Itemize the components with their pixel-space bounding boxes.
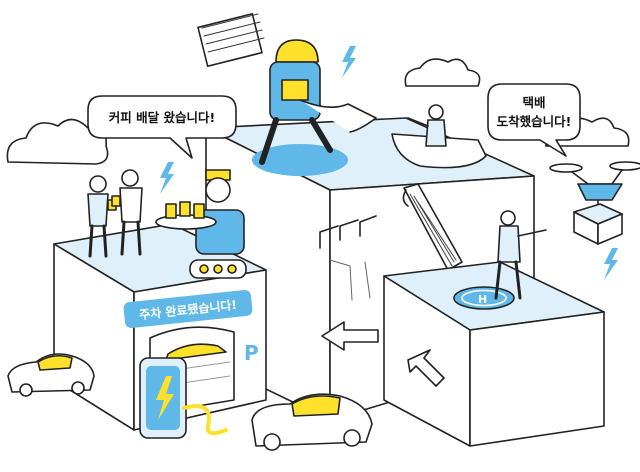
building-crack-lines: [329, 259, 371, 301]
right-building-right-face: [469, 311, 605, 447]
parcel-bubble-text-line1: 택배: [522, 95, 545, 110]
car-left: [7, 353, 95, 397]
reception-desk: [391, 133, 487, 169]
receptionist: [407, 104, 447, 147]
svg-text:H: H: [478, 293, 487, 306]
coffee-bubble-text: 커피 배달 왔습니다!: [109, 110, 215, 125]
arrow-up-left-icon: [407, 349, 445, 387]
cloud-top: [404, 58, 481, 87]
building-window-lines: [319, 215, 377, 249]
ev-charger-icon: [139, 357, 228, 439]
escalator: [402, 183, 463, 271]
drone-icon: [549, 161, 640, 245]
lightning-icon: [604, 248, 618, 280]
delivery-robot-with-papers: [197, 13, 377, 165]
parking-letter: P: [244, 341, 259, 365]
speech-bubble-coffee: [87, 95, 237, 159]
coffee-robot: [155, 169, 247, 279]
parking-sign-bg: [123, 289, 253, 329]
cloud-left: [6, 118, 109, 165]
garage-car-inside: [165, 343, 227, 361]
arrow-left-icon: [321, 321, 379, 351]
parcel-bubble-text-line2: 도착했습니다!: [497, 114, 572, 129]
car-bottom: [251, 393, 373, 451]
person-receiving-parcel: [494, 210, 547, 300]
lightning-icon: [160, 162, 174, 194]
people-with-coffee: [87, 169, 143, 258]
helipad-icon: H: [453, 286, 515, 310]
lightning-icon: [342, 46, 356, 78]
lightning-icon: [156, 376, 174, 420]
robot-target-circle: [252, 144, 348, 176]
speech-bubble-parcel: [487, 83, 581, 157]
